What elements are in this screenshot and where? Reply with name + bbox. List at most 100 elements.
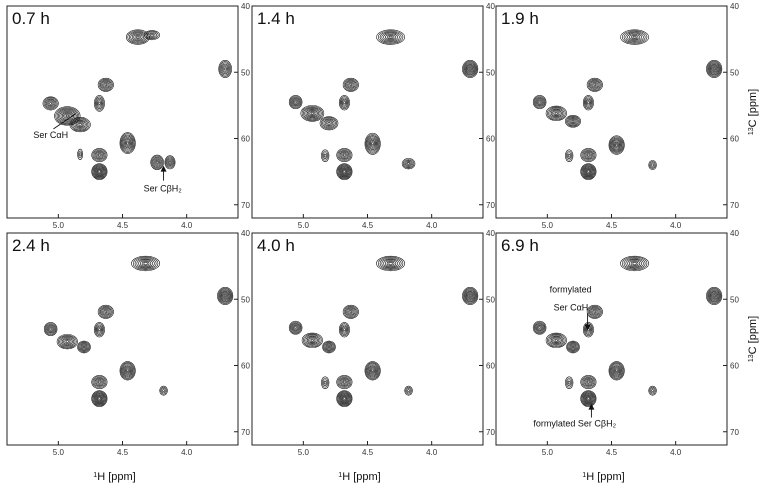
contour-line: [709, 63, 719, 75]
contour-line: [565, 376, 574, 389]
contour-line: [592, 309, 598, 315]
contour-line: [98, 101, 101, 106]
contour-line: [381, 258, 400, 269]
contour-line: [291, 97, 300, 107]
contour-peak: [580, 148, 597, 162]
contour-line: [583, 96, 593, 110]
contour-line: [340, 97, 349, 108]
contour-line: [91, 390, 108, 407]
contour-line: [104, 310, 108, 314]
contour-line: [151, 155, 163, 169]
contour-line: [162, 389, 165, 393]
contour-line: [64, 339, 71, 344]
contour-line: [123, 136, 133, 150]
contour-line: [341, 325, 348, 334]
contour-line: [469, 67, 472, 71]
contour-line: [566, 115, 580, 127]
contour-line: [81, 344, 87, 349]
contour-line: [610, 137, 623, 153]
panel-frame: [495, 5, 728, 219]
contour-line: [369, 139, 376, 148]
contour-peak: [131, 255, 161, 272]
contour-line: [217, 287, 234, 305]
contour-line: [712, 66, 717, 72]
contour-line: [343, 328, 346, 332]
contour-line: [303, 333, 322, 348]
contour-line: [338, 95, 350, 111]
contour-line: [706, 287, 723, 305]
contour-line: [337, 376, 352, 389]
contour-peak: [119, 361, 136, 381]
contour-peak: [288, 320, 303, 335]
y-tick-label: 60: [241, 362, 250, 371]
contour-line: [78, 152, 82, 157]
contour-line: [369, 367, 376, 375]
contour-line: [336, 390, 353, 407]
contour-line: [126, 141, 129, 145]
contour-line: [337, 149, 352, 162]
contour-line: [74, 120, 86, 129]
contour-line: [582, 165, 595, 179]
contour-line: [290, 97, 301, 108]
contour-line: [340, 394, 349, 403]
contour-line: [712, 293, 717, 299]
contour-line: [612, 365, 622, 377]
contour-line: [587, 170, 590, 173]
contour-line: [386, 261, 395, 266]
y-tick-label: 60: [730, 362, 739, 371]
contour-line: [468, 66, 473, 72]
contour-line: [552, 337, 561, 344]
contour-line: [92, 376, 107, 389]
contour-line: [554, 339, 558, 342]
contour-line: [220, 62, 231, 76]
contour-line: [47, 100, 55, 107]
contour-line: [323, 153, 327, 158]
x-tick-label: 4.5: [362, 221, 374, 230]
contour-line: [96, 99, 103, 108]
contour-line: [711, 292, 718, 300]
contour-line: [587, 380, 590, 384]
contour-line: [621, 30, 648, 44]
contour-line: [321, 150, 329, 161]
contour-peak: [586, 304, 603, 319]
contour-line: [94, 323, 104, 337]
contour-line: [336, 375, 353, 389]
y-tick-label: 40: [730, 229, 739, 238]
contour-line: [220, 290, 230, 302]
contour-line: [98, 397, 101, 400]
contour-line: [406, 161, 412, 166]
contour-peak: [150, 154, 164, 170]
contour-peak: [56, 334, 78, 350]
contour-line: [612, 140, 621, 150]
contour-line: [569, 344, 577, 350]
y-tick-label: 40: [730, 2, 739, 11]
contour-line: [627, 259, 642, 268]
contour-line: [538, 326, 541, 329]
contour-line: [336, 163, 353, 180]
y-tick-label: 50: [730, 295, 739, 304]
contour-line: [131, 33, 144, 42]
contour-peak: [364, 361, 381, 381]
contour-peak: [706, 287, 723, 305]
contour-line: [707, 288, 721, 303]
contour-line: [44, 98, 57, 109]
contour-line: [95, 378, 103, 386]
contour-line: [466, 64, 474, 74]
contour-line: [310, 112, 314, 115]
contour-peak: [93, 322, 105, 338]
contour-line: [583, 377, 594, 387]
contour-line: [123, 366, 132, 376]
contour-line: [379, 31, 402, 43]
contour-line: [65, 114, 69, 118]
contour-line: [593, 83, 597, 87]
contour-line: [221, 63, 230, 75]
contour-line: [47, 325, 54, 333]
contour-line: [325, 344, 333, 350]
contour-line: [651, 389, 654, 393]
contour-line: [565, 149, 574, 162]
y-tick-label: 50: [241, 68, 250, 77]
contour-line: [580, 148, 597, 162]
contour-line: [310, 339, 314, 342]
